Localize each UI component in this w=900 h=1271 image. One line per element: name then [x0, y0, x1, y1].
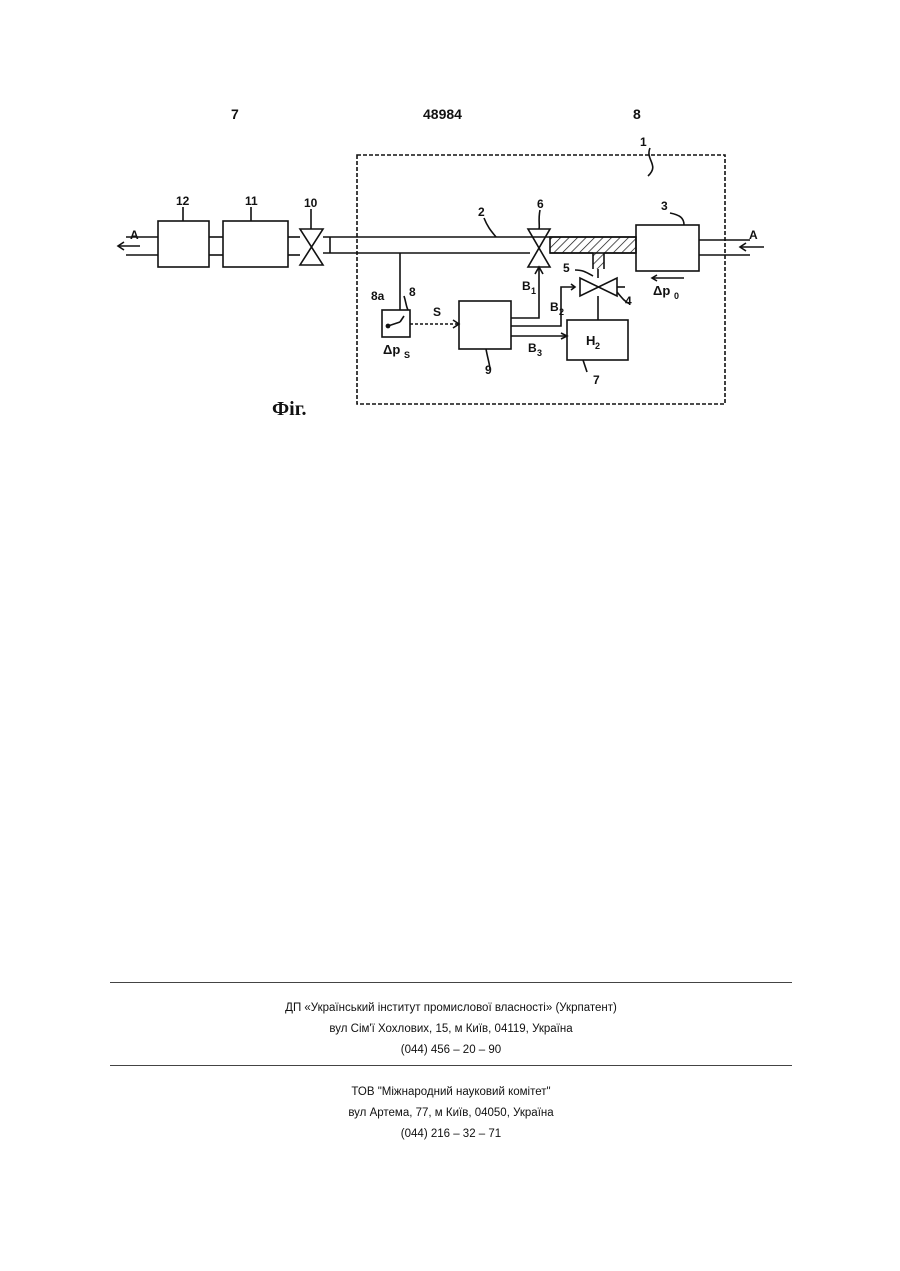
figure-caption: Фіг. — [272, 398, 307, 421]
label-b1: B — [522, 279, 531, 293]
label-b3: B — [528, 341, 537, 355]
org2-address: вул Артема, 77, м Київ, 04050, Україна — [110, 1103, 792, 1124]
valve-4 — [580, 278, 617, 296]
block-12 — [158, 221, 209, 267]
leader-1 — [648, 148, 653, 176]
label-a-right: A — [749, 228, 758, 242]
label-b2-sub: 2 — [559, 307, 564, 317]
label-8: 8 — [409, 285, 416, 299]
label-b1-sub: 1 — [531, 286, 536, 296]
footer-rule-top — [110, 982, 792, 983]
label-12: 12 — [176, 194, 190, 208]
valve-6 — [528, 229, 550, 267]
footer-rule-middle — [110, 1065, 792, 1066]
block-9 — [459, 301, 511, 349]
patent-figure-diagram: 12 11 10 2 6 3 1 A A 5 4 8 8a S 9 7 B 1 … — [0, 0, 900, 440]
label-3: 3 — [661, 199, 668, 213]
label-7: 7 — [593, 373, 600, 387]
label-5: 5 — [563, 261, 570, 275]
label-b2: B — [550, 300, 559, 314]
label-dps-sub: S — [404, 350, 410, 360]
label-h2: H — [586, 333, 595, 348]
label-6: 6 — [537, 197, 544, 211]
valve-10 — [300, 229, 323, 265]
footer-org-2: ТОВ "Міжнародний науковий комітет" вул А… — [110, 1082, 792, 1145]
label-h2-sub: 2 — [595, 341, 600, 351]
label-10: 10 — [304, 196, 318, 210]
label-dp0: Δp — [653, 283, 670, 298]
block-11 — [223, 221, 288, 267]
label-b3-sub: 3 — [537, 348, 542, 358]
label-2: 2 — [478, 205, 485, 219]
block-7-h2 — [567, 320, 628, 360]
label-a-left: A — [130, 228, 139, 242]
footer-org-1: ДП «Український інститут промислової вла… — [110, 998, 792, 1061]
block-3 — [636, 225, 699, 271]
label-4: 4 — [625, 294, 632, 308]
org2-phone: (044) 216 – 32 – 71 — [110, 1124, 792, 1145]
enclosure-1 — [357, 155, 725, 404]
label-dp0-sub: 0 — [674, 291, 679, 301]
label-1: 1 — [640, 135, 647, 149]
org1-address: вул Сім'ї Хохлових, 15, м Київ, 04119, У… — [110, 1019, 792, 1040]
org1-phone: (044) 456 – 20 – 90 — [110, 1040, 792, 1061]
label-9: 9 — [485, 363, 492, 377]
label-s: S — [433, 305, 441, 319]
org1-name: ДП «Український інститут промислової вла… — [110, 998, 792, 1019]
label-11: 11 — [245, 194, 258, 208]
hatched-pipe — [550, 237, 636, 253]
org2-name: ТОВ "Міжнародний науковий комітет" — [110, 1082, 792, 1103]
label-dps: Δp — [383, 342, 400, 357]
label-8a: 8a — [371, 289, 385, 303]
